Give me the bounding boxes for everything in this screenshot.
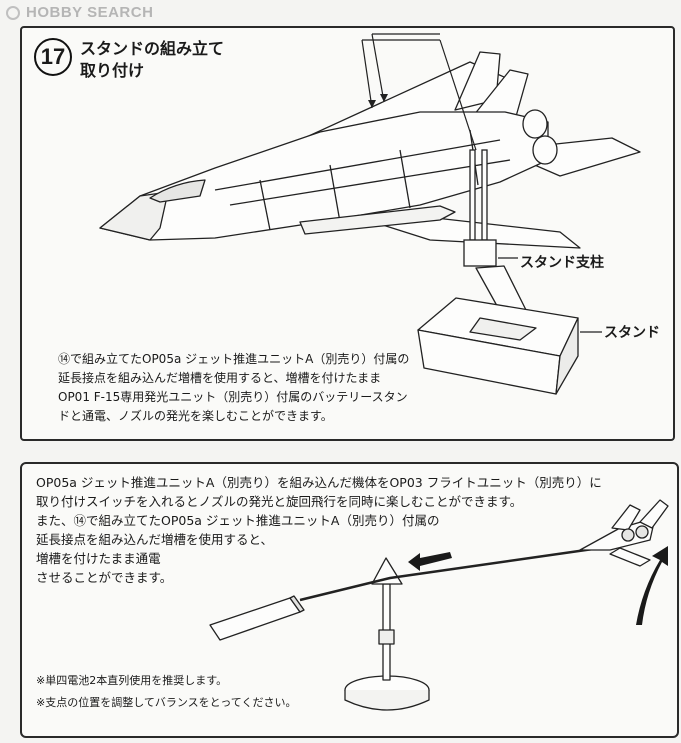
description-line: ⑭で組み立てたOP05a ジェット推進ユニットA（別売り）付属の: [58, 352, 410, 366]
description-line: OP05a ジェット推進ユニットA（別売り）を組み込んだ機体をOP03 フライト…: [36, 475, 602, 490]
stand-pins: [463, 149, 497, 267]
description-line: OP01 F-15専用発光ユニット（別売り）付属のバッテリースタン: [58, 390, 408, 404]
battery-note: ※単四電池2本直列使用を推奨します。: [36, 674, 228, 687]
rotation-arrows: [408, 546, 668, 625]
callout-arrowheads: [368, 94, 388, 108]
description-line: また、⑭で組み立てたOP05a ジェット推進ユニットA（別売り）付属の: [36, 513, 440, 528]
stand-strut-label: スタンド支柱: [520, 255, 604, 271]
notes: ※単四電池2本直列使用を推奨します。 ※支点の位置を調整してバランスをとってくだ…: [36, 670, 296, 714]
balance-note: ※支点の位置を調整してバランスをとってください。: [36, 696, 297, 709]
callout-lines: [361, 33, 477, 151]
description-line: させることができます。: [36, 570, 173, 585]
step-title: スタンドの組み立て 取り付け: [80, 38, 224, 82]
description-line: 取り付けスイッチを入れるとノズルの発光と旋回飛行を同時に楽しむことができます。: [36, 494, 523, 509]
stand-label: スタンド: [604, 325, 660, 341]
description-line: 延長接点を組み込んだ増槽を使用すると、: [36, 532, 274, 547]
aircraft-illustration: [99, 51, 641, 249]
hobby-search-logo-icon: [6, 5, 20, 20]
stand-illustration: [417, 265, 579, 395]
step-number-badge: 17: [34, 38, 72, 76]
step-title-line-1: スタンドの組み立て: [80, 39, 225, 58]
site-header: HOBBY SEARCH: [6, 4, 153, 21]
description-line: 増槽を付けたまま通電: [36, 551, 161, 566]
step-17-description: ⑭で組み立てたOP05a ジェット推進ユニットA（別売り）付属の 延長接点を組み…: [58, 350, 410, 426]
description-line: 延長接点を組み込んだ増槽を使用すると、増槽を付けたまま: [58, 371, 382, 385]
brand-name: HOBBY SEARCH: [26, 4, 154, 21]
step-title-line-2: 取り付け: [80, 61, 145, 80]
description-line: ドと通電、ノズルの発光を楽しむことができます。: [58, 409, 333, 423]
flight-unit-illustration: [209, 499, 669, 711]
flight-unit-description: OP05a ジェット推進ユニットA（別売り）を組み込んだ機体をOP03 フライト…: [36, 473, 602, 587]
